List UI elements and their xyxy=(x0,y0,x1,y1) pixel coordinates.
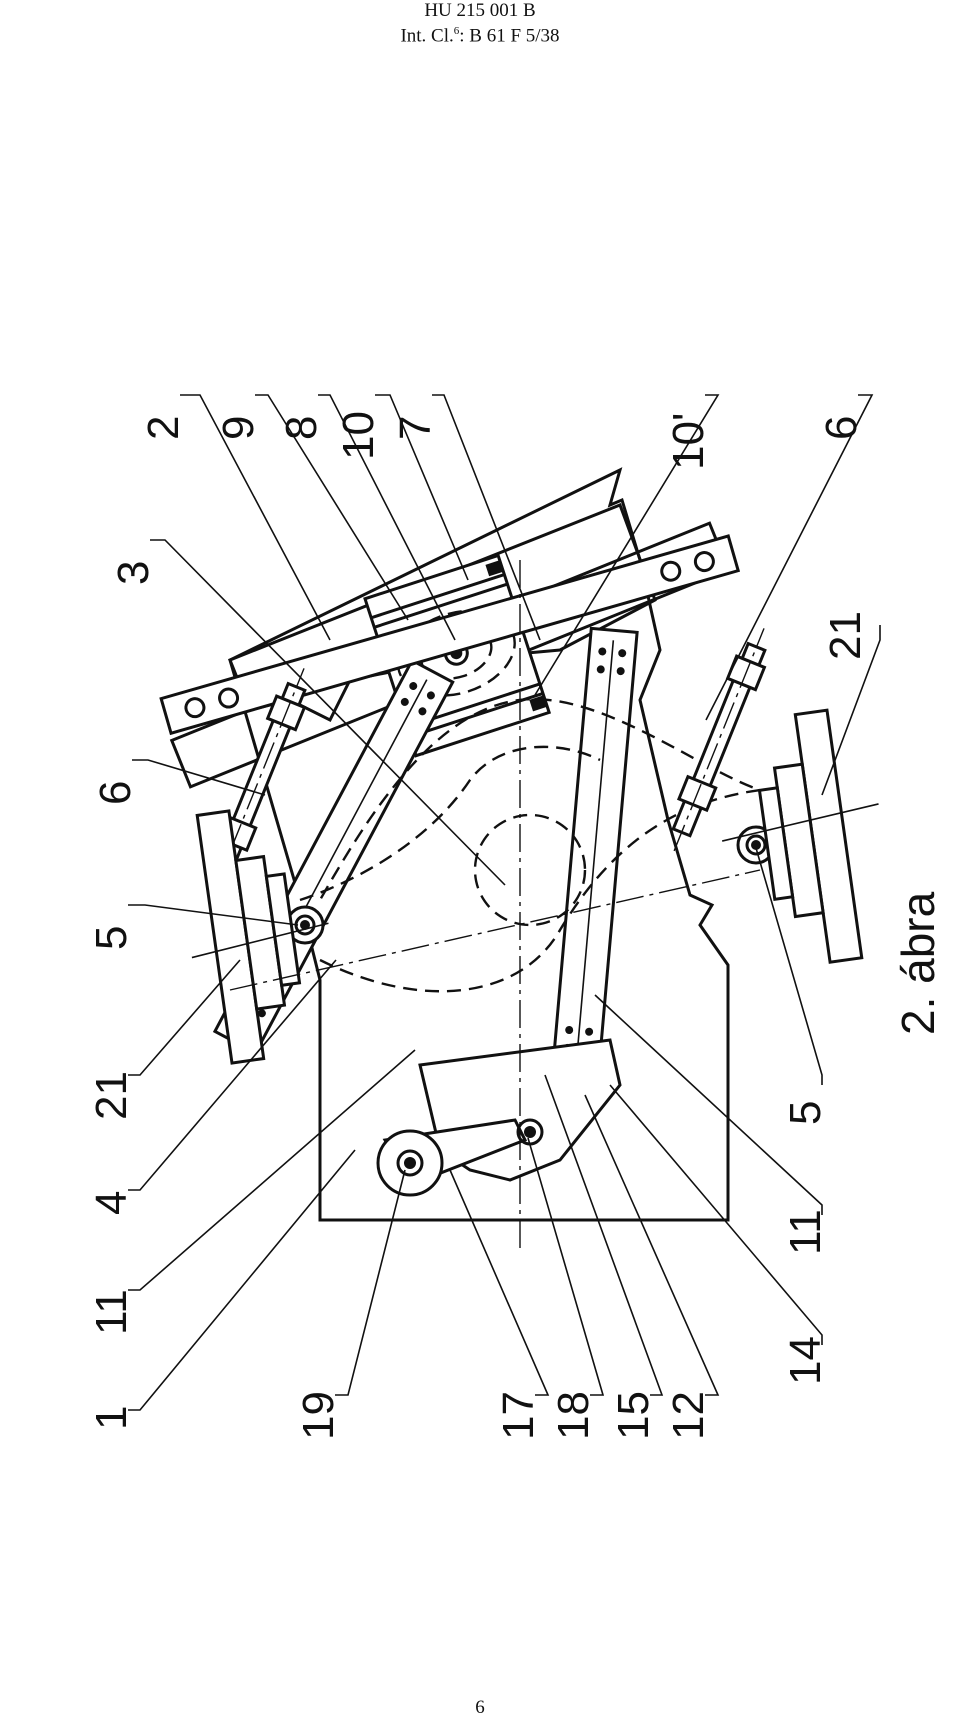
callout-labels: 2 9 8 10 7 10' 6 3 6 5 21 21 4 11 1 19 1… xyxy=(87,411,944,1440)
label-14: 14 xyxy=(781,1336,830,1385)
label-8: 8 xyxy=(277,416,326,440)
label-4: 4 xyxy=(87,1191,136,1215)
classification-code: : B 61 F 5/38 xyxy=(459,25,560,47)
pad-21-left xyxy=(191,809,329,1065)
label-7: 7 xyxy=(391,416,440,440)
label-11-left: 11 xyxy=(87,1289,136,1335)
label-5-right: 5 xyxy=(781,1101,830,1125)
classification-prefix: Int. Cl. xyxy=(400,25,454,47)
label-11-right: 11 xyxy=(781,1209,830,1255)
page-number: 6 xyxy=(475,1697,485,1718)
patent-header: HU 215 001 B Int. Cl.6: B 61 F 5/38 xyxy=(0,0,960,46)
label-15: 15 xyxy=(609,1391,658,1440)
label-10-prime: 10' xyxy=(664,413,713,470)
classification-edition: 6 xyxy=(453,25,460,37)
label-9: 9 xyxy=(214,416,263,440)
label-6-left: 6 xyxy=(91,781,140,805)
label-12: 12 xyxy=(664,1391,713,1440)
pad-21-right xyxy=(721,708,879,964)
label-10: 10 xyxy=(334,411,383,460)
label-18: 18 xyxy=(549,1391,598,1440)
classification: Int. Cl.6: B 61 F 5/38 xyxy=(0,21,960,46)
label-3: 3 xyxy=(109,561,158,585)
motion-envelope xyxy=(318,697,761,993)
link-arm-11 xyxy=(551,626,639,1073)
label-6-right: 6 xyxy=(817,416,866,440)
patent-number: HU 215 001 B xyxy=(424,0,536,21)
figure-caption: 2. ábra xyxy=(892,891,944,1035)
label-19: 19 xyxy=(294,1391,343,1440)
label-5-left: 5 xyxy=(87,926,136,950)
leader-lines xyxy=(128,394,881,1411)
label-17: 17 xyxy=(494,1391,543,1440)
label-2: 2 xyxy=(139,416,188,440)
label-21-left: 21 xyxy=(87,1071,136,1120)
label-1: 1 xyxy=(87,1406,136,1430)
transverse-bar xyxy=(159,534,741,736)
strut-6-right xyxy=(671,628,767,852)
label-21-right: 21 xyxy=(821,611,870,660)
frame-body xyxy=(228,467,730,1222)
